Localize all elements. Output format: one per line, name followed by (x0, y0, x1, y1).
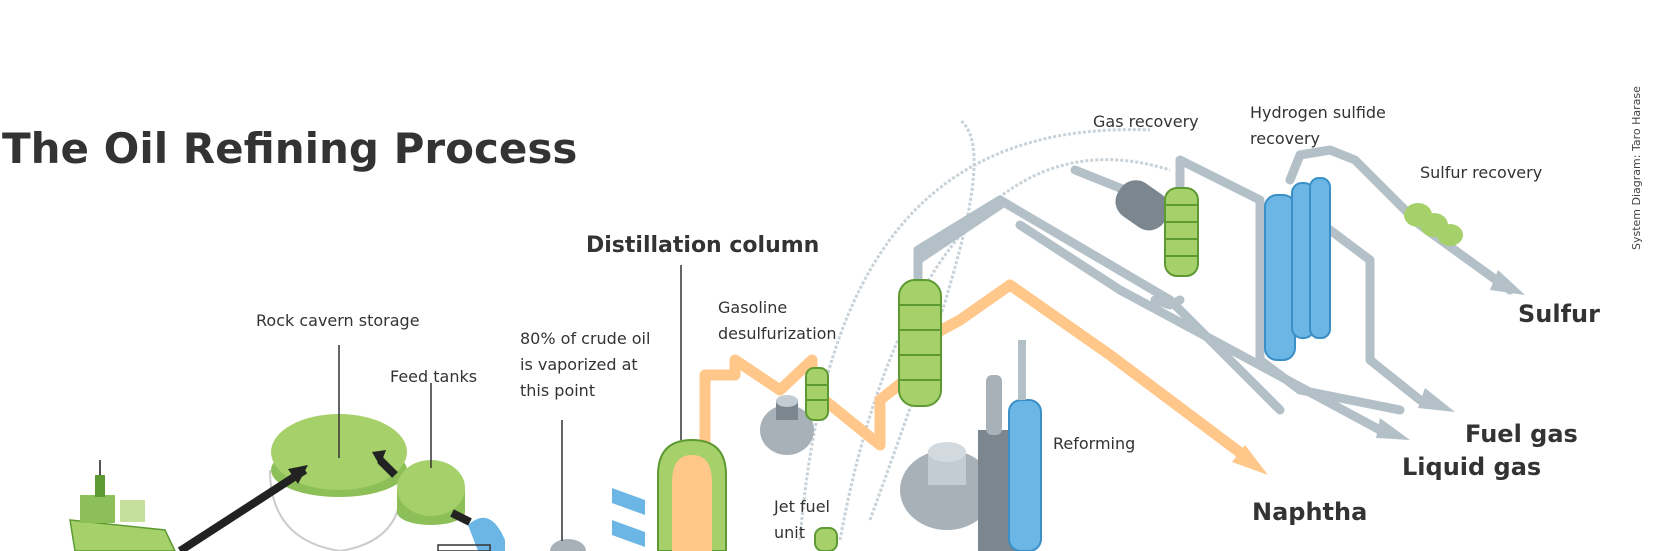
sulfur-recovery-unit (1404, 203, 1463, 246)
label-h2s-line-2: recovery (1250, 129, 1320, 148)
credit-text: System Diagram: Taro Harase (1630, 86, 1643, 250)
product-liquid-gas: Liquid gas (1402, 453, 1541, 481)
gray-pipes (913, 145, 1515, 435)
label-h2s-line-1: Hydrogen sulfide (1250, 103, 1386, 122)
product-naphtha: Naphtha (1252, 498, 1367, 526)
label-reforming: Reforming (1053, 434, 1135, 453)
hydrogen-sulfide-recovery-unit (1264, 177, 1331, 361)
label-crude-line-1: 80% of crude oil (520, 329, 650, 348)
vapor-lines (798, 118, 1171, 541)
green-column (898, 279, 942, 407)
transfer-pump (437, 420, 586, 551)
label-jet-fuel-line-1: Jet fuel (773, 497, 830, 516)
diagram-title: The Oil Refining Process (2, 124, 577, 173)
product-fuel-gas: Fuel gas (1465, 420, 1578, 448)
reforming-unit (900, 340, 1042, 551)
label-distillation-column: Distillation column (586, 233, 819, 258)
feed-tanks (397, 383, 465, 525)
jet-fuel-unit (814, 527, 838, 551)
label-sulfur-recovery: Sulfur recovery (1420, 163, 1542, 182)
gas-recovery-unit (1115, 180, 1199, 277)
label-gasoline-line-2: desulfurization (718, 324, 837, 343)
orange-pipes (699, 279, 1254, 465)
label-crude-line-3: this point (520, 381, 595, 400)
crude-oil-arrows (177, 457, 472, 551)
product-sulfur: Sulfur (1518, 300, 1600, 328)
label-gas-recovery: Gas recovery (1093, 112, 1199, 131)
naphtha-arrowhead (1232, 445, 1268, 475)
label-rock-cavern-storage: Rock cavern storage (256, 311, 420, 330)
label-feed-tanks: Feed tanks (390, 367, 477, 386)
rock-cavern-storage (269, 345, 407, 551)
label-jet-fuel-line-2: unit (774, 523, 805, 542)
tanker-ship (69, 460, 176, 551)
distillation-column (657, 265, 727, 551)
label-crude-line-2: is vaporized at (520, 355, 638, 374)
gasoline-desulfurization-unit (760, 367, 829, 455)
crude-arrowheads (288, 450, 386, 484)
label-gasoline-line-1: Gasoline (718, 298, 787, 317)
heater-stripes (612, 488, 645, 547)
gray-arrowheads (1376, 270, 1525, 440)
